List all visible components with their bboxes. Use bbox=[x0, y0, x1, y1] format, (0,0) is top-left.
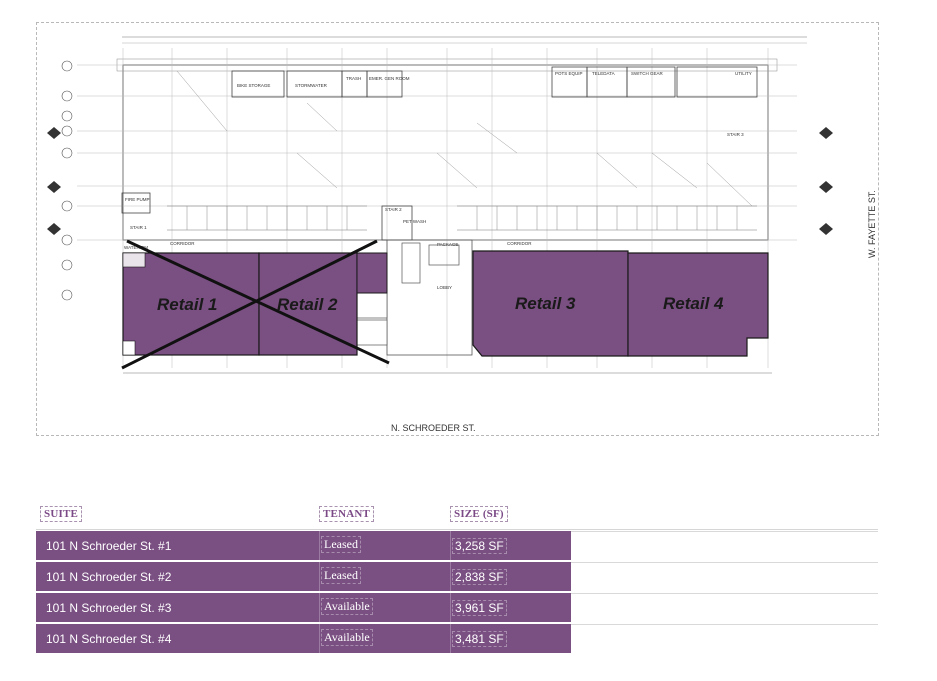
pet-wash-label: PET WASH bbox=[403, 219, 426, 224]
retail-3-area bbox=[472, 250, 629, 357]
table-row: 101 N Schroeder St. #3 Available 3,961 S… bbox=[36, 593, 878, 624]
retail-4-area bbox=[627, 252, 769, 357]
corridor-label: CORRIDOR bbox=[170, 241, 195, 246]
fire-pump-label: FIRE PUMP bbox=[125, 197, 150, 202]
corridor-label-2: CORRIDOR bbox=[507, 241, 532, 246]
suite-cell: 101 N Schroeder St. #1 bbox=[46, 539, 172, 553]
bike-storage-label: BIKE STORAGE bbox=[237, 83, 270, 88]
retail-2-area bbox=[258, 252, 358, 356]
pots-equip-label: POTS EQUIP bbox=[555, 71, 583, 76]
size-cell: 2,838 SF bbox=[452, 569, 507, 585]
section-markers bbox=[47, 127, 833, 235]
street-label-right: W. FAYETTE ST. bbox=[867, 190, 877, 258]
table-row: 101 N Schroeder St. #2 Leased 2,838 SF bbox=[36, 562, 878, 593]
retail-4-label: Retail 4 bbox=[663, 294, 724, 313]
utility-label: UTILITY bbox=[735, 71, 752, 76]
suite-table: SUITE TENANT SIZE (SF) 101 N Schroeder S… bbox=[36, 504, 878, 653]
floor-plan-drawing: BIKE STORAGE STORMWATER TRASH EMER. GEN … bbox=[47, 36, 877, 433]
size-cell: 3,961 SF bbox=[452, 600, 507, 616]
retail-2-label: Retail 2 bbox=[277, 295, 338, 314]
suite-cell: 101 N Schroeder St. #2 bbox=[46, 570, 172, 584]
tenant-cell: Available bbox=[321, 598, 373, 615]
grid-bubbles bbox=[61, 60, 73, 301]
table-row: 101 N Schroeder St. #1 Leased 3,258 SF bbox=[36, 531, 878, 562]
package-label: PACKAGE bbox=[437, 242, 458, 247]
leased-cross-line bbox=[121, 239, 378, 370]
tenant-cell: Leased bbox=[321, 567, 361, 584]
header-tenant: TENANT bbox=[319, 506, 375, 522]
stair3-label: STAIR 3 bbox=[727, 132, 744, 137]
floor-plan: BIKE STORAGE STORMWATER TRASH EMER. GEN … bbox=[36, 22, 879, 436]
suite-cell: 101 N Schroeder St. #3 bbox=[46, 601, 172, 615]
tenant-cell: Available bbox=[321, 629, 373, 646]
header-size: SIZE (SF) bbox=[450, 506, 508, 522]
header-divider bbox=[36, 529, 878, 530]
table-row: 101 N Schroeder St. #4 Available 3,481 S… bbox=[36, 624, 878, 655]
street-label-bottom: N. SCHROEDER ST. bbox=[391, 423, 476, 433]
lobby-label: LOBBY bbox=[437, 285, 452, 290]
telecom-label: TELEDATA bbox=[592, 71, 615, 76]
size-cell: 3,258 SF bbox=[452, 538, 507, 554]
water-room-label: WATER RM bbox=[124, 245, 148, 250]
stair2-label: STAIR 2 bbox=[385, 207, 402, 212]
retail-1-label: Retail 1 bbox=[157, 295, 217, 314]
retail-3-label: Retail 3 bbox=[515, 294, 576, 313]
trash-label: TRASH bbox=[346, 76, 361, 81]
tenant-cell: Leased bbox=[321, 536, 361, 553]
header-suite: SUITE bbox=[40, 506, 83, 522]
size-cell: 3,481 SF bbox=[452, 631, 507, 647]
stormwater-label: STORMWATER bbox=[295, 83, 328, 88]
leased-cross-line bbox=[126, 239, 390, 365]
table-header: SUITE TENANT SIZE (SF) bbox=[36, 504, 878, 530]
suite-cell: 101 N Schroeder St. #4 bbox=[46, 632, 172, 646]
stair1-label: STAIR 1 bbox=[130, 225, 147, 230]
switch-gear-label: SWITCH GEAR bbox=[631, 71, 664, 76]
emer-gen-room-label: EMER. GEN ROOM bbox=[369, 76, 410, 81]
